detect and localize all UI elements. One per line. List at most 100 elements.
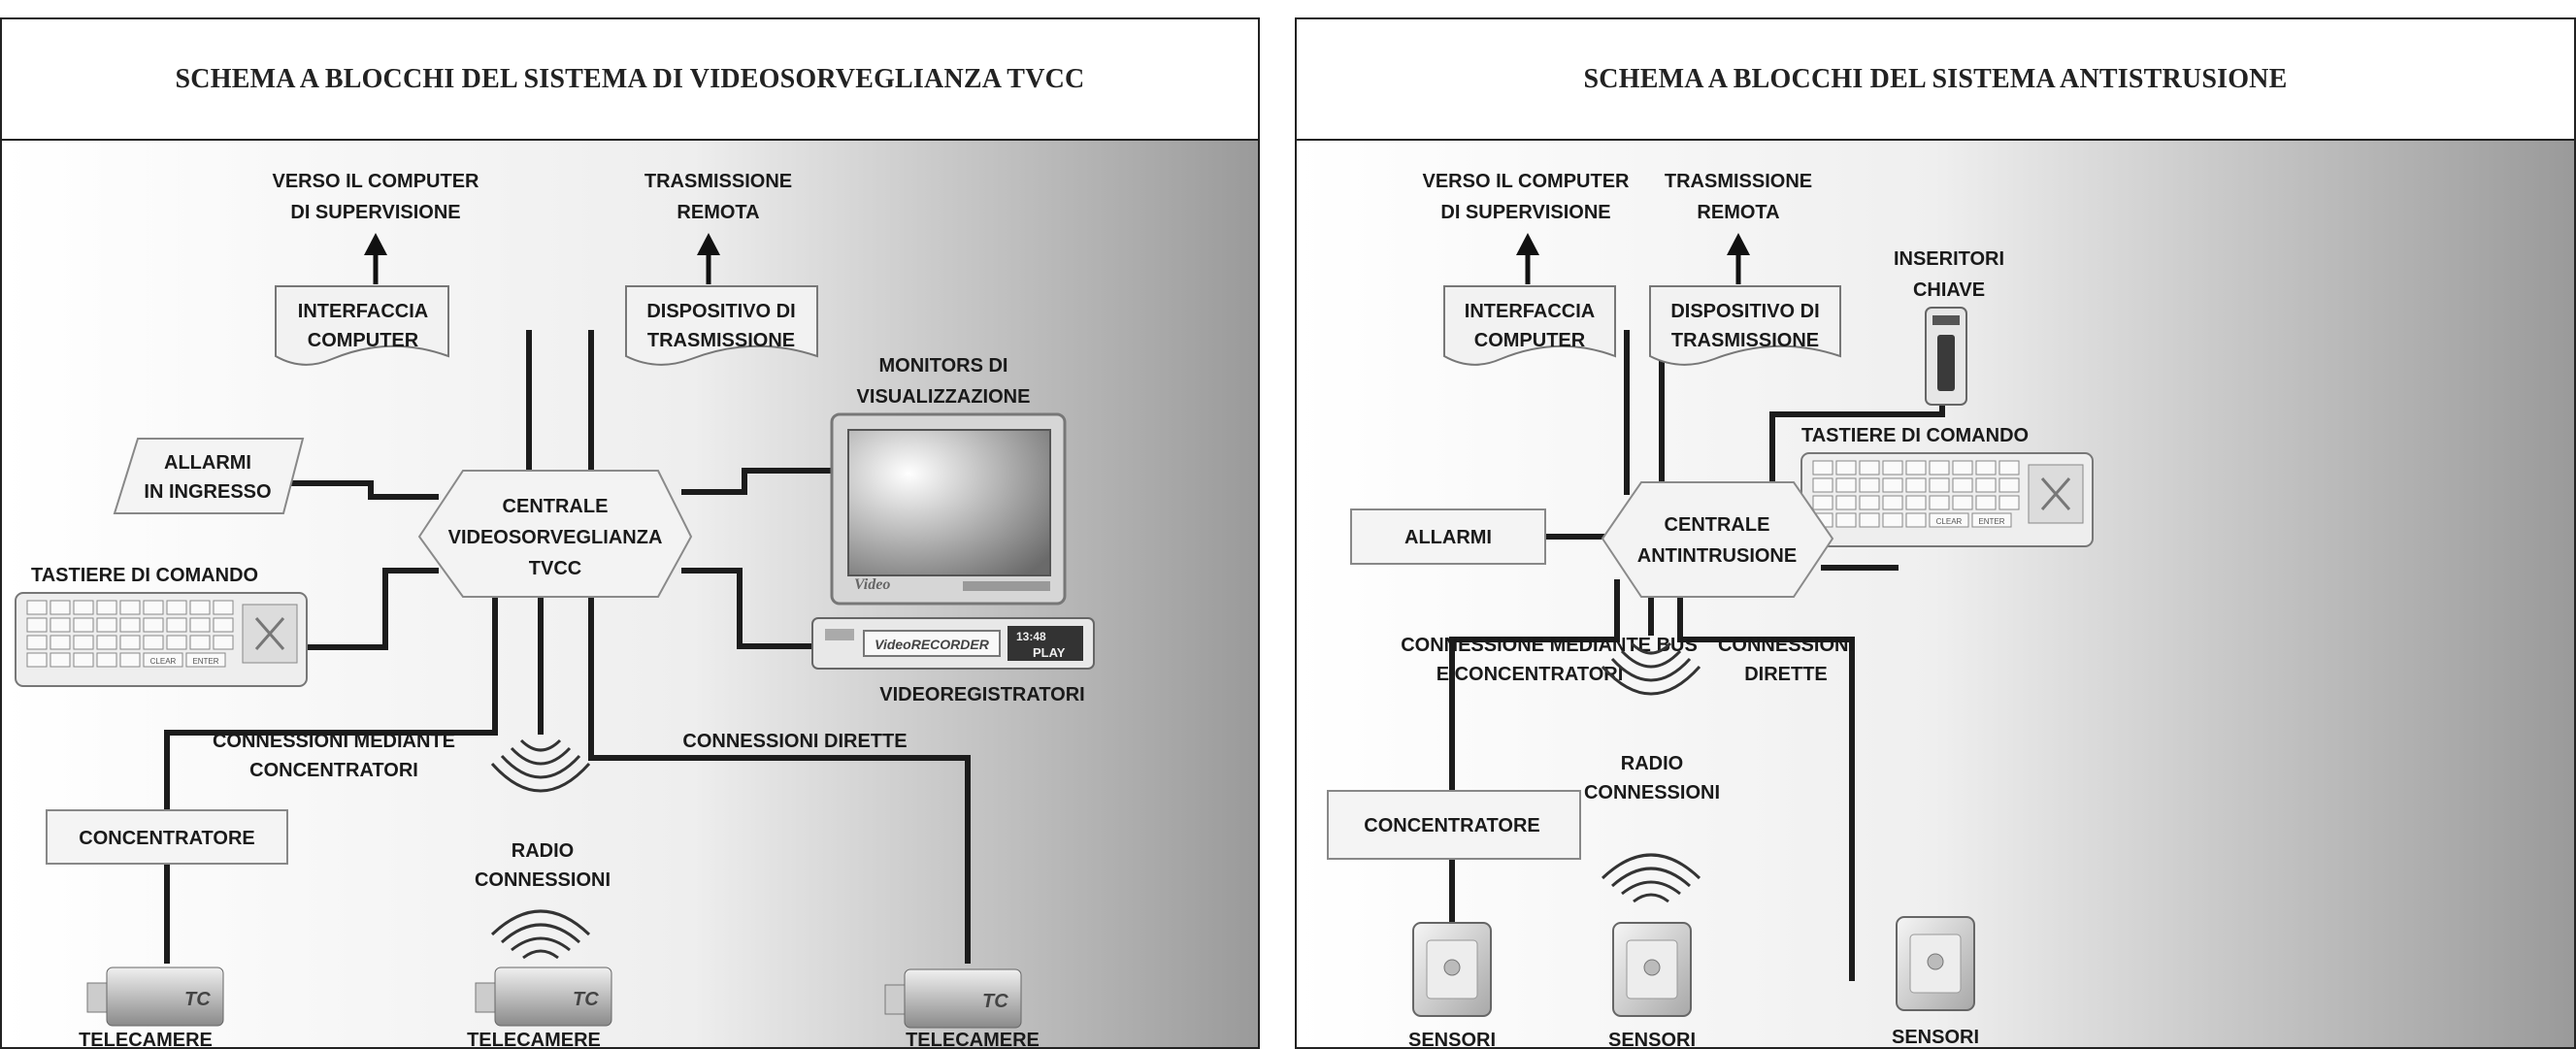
- key-inserter-icon: [1925, 307, 1967, 406]
- conn-concentrators-label: CONNESSIONI MEDIANTE: [213, 731, 455, 752]
- conn-direct-label: CONNESSIONI: [1718, 635, 1854, 656]
- supervision-label: DI SUPERVISIONE: [1440, 202, 1610, 223]
- camera-icon: TC: [884, 968, 1022, 1029]
- intrusion-diagram-canvas: VERSO IL COMPUTER DI SUPERVISIONE TRASMI…: [1297, 141, 2574, 1049]
- remote-label: REMOTA: [677, 202, 759, 223]
- enter-key: ENTER: [192, 657, 218, 666]
- arrow-up-icon: [1727, 233, 1750, 284]
- arrow-up-icon: [697, 233, 720, 284]
- central-label: CENTRALE: [1665, 514, 1770, 536]
- camera-label: TELECAMERE: [79, 1030, 213, 1049]
- radio-waves-icon: [1601, 853, 1701, 903]
- transmission-device-block: DISPOSITIVO DI TRASMISSIONE: [625, 285, 818, 366]
- radio-waves-icon: [490, 909, 591, 960]
- central-label: TVCC: [529, 558, 581, 579]
- intrusion-diagram-title: SCHEMA A BLOCCHI DEL SISTEMA ANTISTRUSIO…: [1583, 63, 2288, 94]
- camera-badge: TC: [184, 989, 211, 1010]
- video-recorder-icon: VideoRECORDER 13:48 PLAY: [811, 617, 1095, 670]
- interface-label: COMPUTER: [1474, 330, 1586, 351]
- transmission-label: DISPOSITIVO DI: [1670, 301, 1819, 322]
- monitors-label: VISUALIZZAZIONE: [857, 386, 1031, 408]
- recorders-label: VIDEOREGISTRATORI: [879, 684, 1085, 705]
- transmission-label: TRASMISSIONE: [1671, 330, 1819, 351]
- intrusion-diagram-header: SCHEMA A BLOCCHI DEL SISTEMA ANTISTRUSIO…: [1297, 19, 2574, 141]
- camera-label: TELECAMERE: [906, 1030, 1040, 1049]
- camera-badge: TC: [982, 991, 1008, 1012]
- keyboard-icon: CLEAR ENTER: [15, 592, 308, 687]
- conn-direct-label: CONNESSIONI DIRETTE: [682, 731, 907, 752]
- intrusion-diagram-body: VERSO IL COMPUTER DI SUPERVISIONE TRASMI…: [1297, 141, 2574, 1047]
- concentrator-block: CONCENTRATORE: [46, 809, 288, 865]
- transmission-label: DISPOSITIVO DI: [646, 301, 795, 322]
- sensor-icon: [1612, 922, 1692, 1017]
- key-inserters-label: INSERITORI: [1894, 248, 2004, 270]
- conn-bus-label: E CONCENTRATORI: [1437, 664, 1624, 685]
- clear-key: CLEAR: [150, 657, 177, 666]
- recorder-play: PLAY: [1033, 645, 1066, 660]
- keyboard-label: TASTIERE DI COMANDO: [1801, 425, 2029, 446]
- radio-waves-icon: [490, 738, 591, 793]
- concentrator-block: CONCENTRATORE: [1327, 790, 1581, 860]
- keyboard-icon: CLEAR ENTER: [1800, 452, 2094, 547]
- camera-badge: TC: [573, 989, 599, 1010]
- transmission-device-block: DISPOSITIVO DI TRASMISSIONE: [1649, 285, 1841, 366]
- monitor-screen-label: Video: [854, 576, 890, 593]
- sensor-label: SENSORI: [1608, 1030, 1696, 1049]
- radio-label: CONNESSIONI: [1584, 782, 1720, 803]
- intrusion-diagram-panel: SCHEMA A BLOCCHI DEL SISTEMA ANTISTRUSIO…: [1295, 17, 2576, 1049]
- concentrator-label: CONCENTRATORE: [79, 828, 254, 849]
- enter-key: ENTER: [1978, 517, 2004, 526]
- radio-label: RADIO: [1621, 753, 1683, 774]
- supervision-label: VERSO IL COMPUTER: [1423, 171, 1631, 192]
- radio-label: RADIO: [512, 840, 574, 862]
- cctv-diagram-canvas: VERSO IL COMPUTER DI SUPERVISIONE TRASMI…: [2, 141, 1258, 1049]
- key-inserters-label: CHIAVE: [1913, 279, 1985, 301]
- conn-concentrators-label: CONCENTRATORI: [249, 760, 418, 781]
- central-label: CENTRALE: [503, 496, 609, 517]
- sensor-label: SENSORI: [1408, 1030, 1496, 1049]
- cctv-wires: [164, 330, 971, 964]
- sensor-icon: [1896, 916, 1975, 1011]
- central-label: VIDEOSORVEGLIANZA: [448, 527, 663, 548]
- remote-label: REMOTA: [1697, 202, 1779, 223]
- camera-icon: TC: [475, 967, 612, 1027]
- monitors-label: MONITORS DI: [879, 355, 1008, 377]
- keyboard-label: TASTIERE DI COMANDO: [31, 565, 258, 586]
- cctv-diagram-header: SCHEMA A BLOCCHI DEL SISTEMA DI VIDEOSOR…: [2, 19, 1258, 141]
- sensor-label: SENSORI: [1892, 1027, 1979, 1048]
- interface-label: COMPUTER: [308, 330, 419, 351]
- cctv-diagram-panel: SCHEMA A BLOCCHI DEL SISTEMA DI VIDEOSOR…: [0, 17, 1260, 1049]
- sensor-icon: [1412, 922, 1492, 1017]
- arrow-up-icon: [364, 233, 387, 284]
- computer-interface-block: INTERFACCIA COMPUTER: [1443, 285, 1616, 366]
- supervision-label: VERSO IL COMPUTER: [273, 171, 480, 192]
- alarms-label: ALLARMI: [164, 452, 251, 474]
- radio-label: CONNESSIONI: [475, 869, 611, 891]
- alarm-inputs-block: ALLARMI IN INGRESSO: [113, 438, 305, 514]
- cctv-diagram-body: VERSO IL COMPUTER DI SUPERVISIONE TRASMI…: [2, 141, 1258, 1047]
- intrusion-central-unit: CENTRALE ANTINTRUSIONE: [1601, 481, 1834, 598]
- camera-icon: TC: [86, 967, 224, 1027]
- clear-key: CLEAR: [1936, 517, 1963, 526]
- interface-label: INTERFACCIA: [298, 301, 428, 322]
- arrow-up-icon: [1516, 233, 1539, 284]
- cctv-diagram-title: SCHEMA A BLOCCHI DEL SISTEMA DI VIDEOSOR…: [175, 63, 1085, 94]
- central-label: ANTINTRUSIONE: [1637, 545, 1797, 567]
- alarms-label: IN INGRESSO: [144, 481, 271, 503]
- conn-direct-label: DIRETTE: [1744, 664, 1828, 685]
- recorder-time: 13:48: [1016, 630, 1046, 643]
- recorder-brand: VideoRECORDER: [875, 637, 990, 652]
- remote-label: TRASMISSIONE: [644, 171, 792, 192]
- intrusion-background: [1297, 141, 2574, 1047]
- cctv-central-unit: CENTRALE VIDEOSORVEGLIANZA TVCC: [417, 470, 693, 598]
- camera-label: TELECAMERE: [467, 1030, 601, 1049]
- radio-waves-icon: [1601, 641, 1701, 696]
- alarms-block: ALLARMI: [1350, 508, 1546, 565]
- supervision-label: DI SUPERVISIONE: [290, 202, 460, 223]
- computer-interface-block: INTERFACCIA COMPUTER: [275, 285, 449, 366]
- concentrator-label: CONCENTRATORE: [1364, 815, 1539, 836]
- interface-label: INTERFACCIA: [1465, 301, 1595, 322]
- alarms-label: ALLARMI: [1404, 527, 1492, 548]
- monitor-icon: Video: [830, 412, 1067, 606]
- remote-label: TRASMISSIONE: [1665, 171, 1812, 192]
